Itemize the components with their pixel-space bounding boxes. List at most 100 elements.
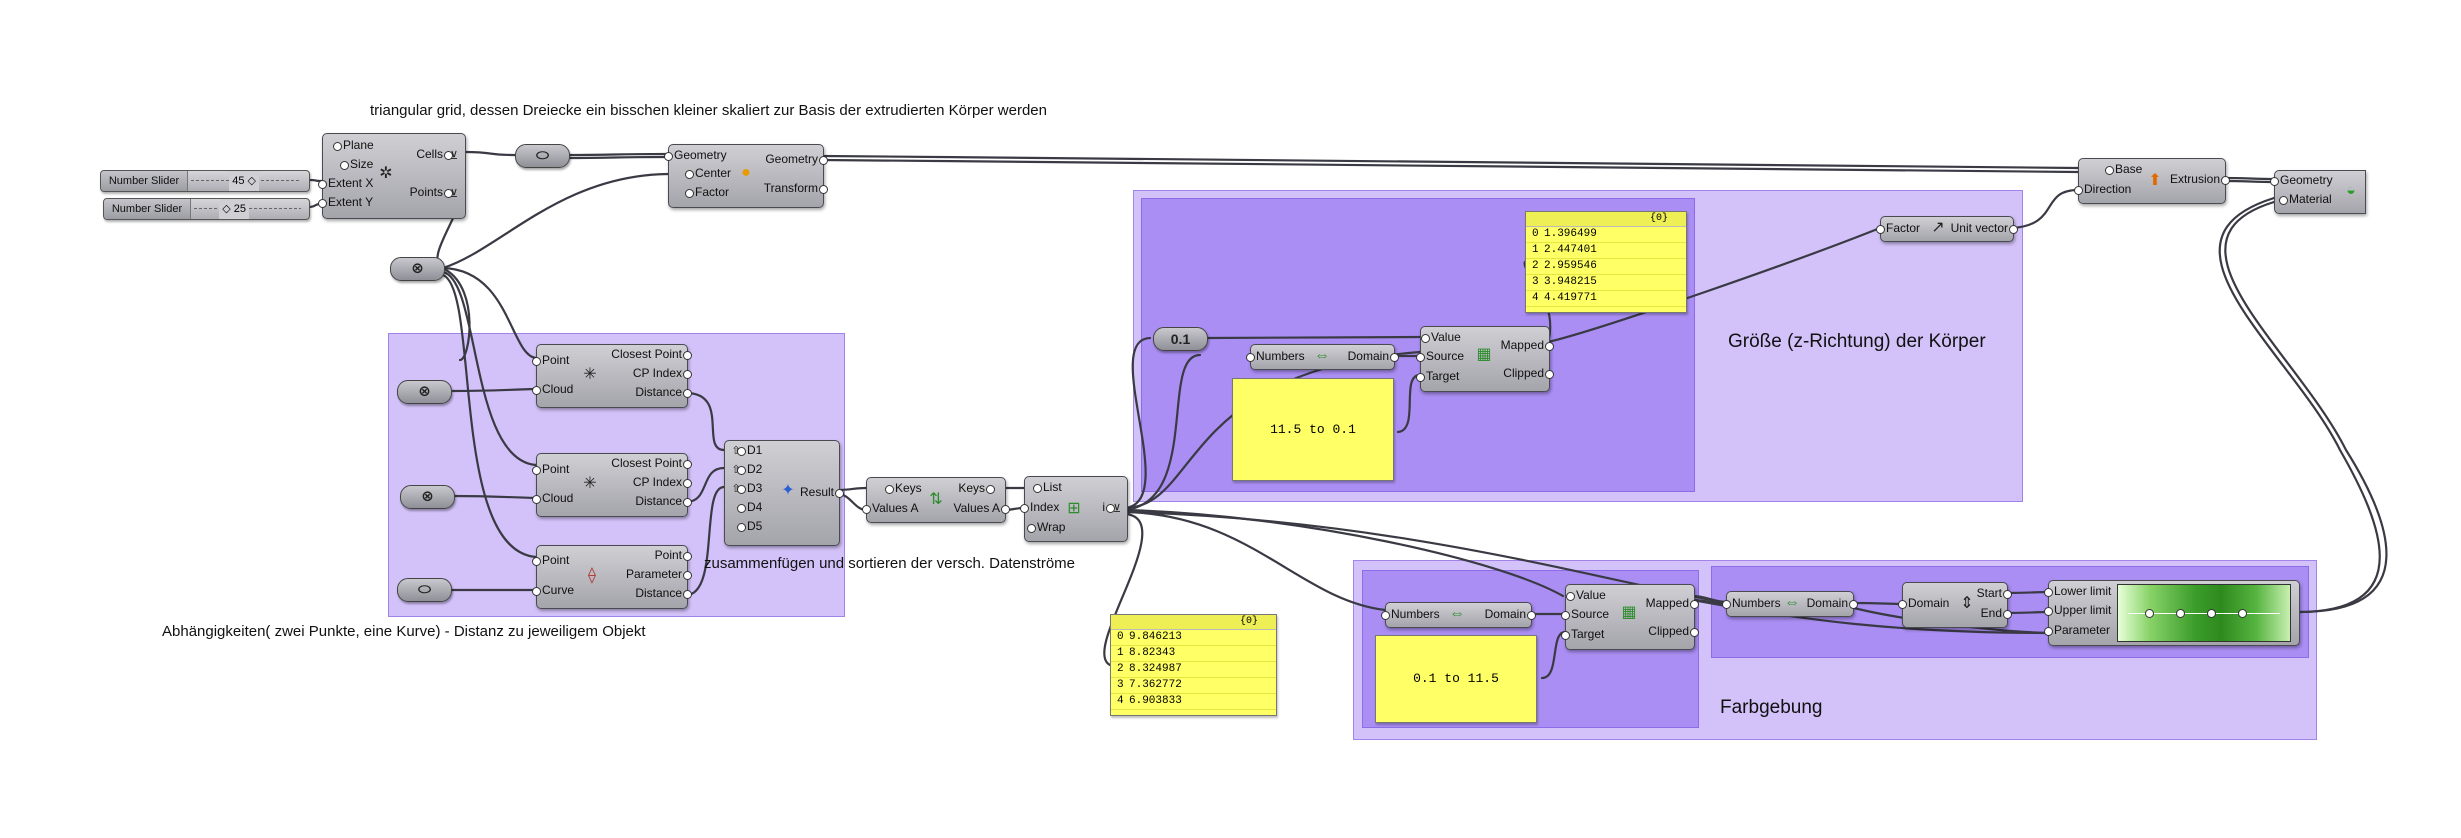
input-plane[interactable]: Plane: [333, 138, 374, 152]
bounds-component-3[interactable]: Numbers ⇔ Domain: [1722, 591, 1859, 617]
input-list[interactable]: List: [1033, 480, 1062, 494]
output-parameter[interactable]: Parameter: [625, 567, 693, 581]
output-closest-point[interactable]: Closest Point: [611, 456, 692, 470]
gradient-grip[interactable]: [2237, 609, 2247, 618]
input-domain[interactable]: Domain: [1897, 596, 1950, 610]
input-base[interactable]: Base: [2104, 162, 2143, 176]
gradient-grip[interactable]: [2144, 609, 2154, 618]
output-values-a[interactable]: Values A: [953, 501, 1011, 515]
output-domain[interactable]: Domain: [1806, 596, 1859, 610]
scale-component[interactable]: Geometry Center Factor ● Geometry Transf…: [664, 144, 829, 208]
closest-point-component-2[interactable]: Point Cloud ✳ Closest Point CP Index Dis…: [531, 453, 693, 517]
output-distance[interactable]: Distance: [635, 586, 692, 600]
input-d2[interactable]: D2: [736, 462, 763, 476]
input-target[interactable]: Target: [1560, 627, 1605, 641]
input-center[interactable]: Center: [684, 166, 732, 180]
input-point[interactable]: Point: [531, 462, 570, 476]
input-curve[interactable]: Curve: [531, 583, 575, 597]
output-cells[interactable]: Cells: [416, 147, 453, 161]
curve-param[interactable]: ⬭: [397, 578, 452, 602]
sort-list-component[interactable]: Keys Values A ⇅ Keys Values A: [861, 477, 1011, 523]
output-start[interactable]: Start: [1976, 586, 2013, 600]
output-i[interactable]: i: [1102, 500, 1114, 514]
input-extent-y[interactable]: Extent Y: [317, 195, 374, 209]
input-source[interactable]: Source: [1560, 607, 1610, 621]
merge-component[interactable]: D1 D2 D3 D4 D5 ⇧ ⇧ ⇧ ✦ Result: [724, 440, 845, 546]
input-geometry[interactable]: Geometry: [664, 148, 727, 162]
remap-numbers-component-2[interactable]: Value Source Target ▦ Mapped Clipped: [1560, 584, 1700, 650]
input-wrap[interactable]: Wrap: [1026, 520, 1066, 534]
input-keys[interactable]: Keys: [885, 481, 922, 495]
amplitude-component[interactable]: Factor ↗ Unit vector: [1875, 216, 2019, 242]
input-values-a[interactable]: Values A: [861, 501, 919, 515]
input-upper-limit[interactable]: Upper limit: [2043, 603, 2112, 617]
geometry-param[interactable]: ⬭: [515, 144, 570, 168]
input-size[interactable]: Size: [339, 157, 374, 171]
graft-icon[interactable]: ⊻: [449, 188, 459, 200]
input-parameter[interactable]: Parameter: [2043, 623, 2111, 637]
input-numbers[interactable]: Numbers: [1381, 607, 1440, 621]
input-value[interactable]: Value: [1421, 330, 1461, 344]
input-d4[interactable]: D4: [736, 500, 763, 514]
input-geometry[interactable]: Geometry: [2270, 173, 2333, 187]
output-geometry[interactable]: Geometry: [765, 152, 828, 166]
input-factor[interactable]: Factor: [684, 185, 730, 199]
input-lower-limit[interactable]: Lower limit: [2043, 584, 2112, 598]
input-cloud[interactable]: Cloud: [531, 382, 574, 396]
triangular-grid-component[interactable]: Plane Size Extent X Extent Y ✲ Cells Poi…: [317, 133, 466, 219]
input-d1[interactable]: D1: [736, 443, 763, 457]
target-panel-2[interactable]: 0.1 to 11.5: [1375, 635, 1537, 723]
gradient-preview[interactable]: [2117, 584, 2291, 642]
input-source[interactable]: Source: [1415, 349, 1465, 363]
output-points[interactable]: Points: [409, 185, 454, 199]
gradient-component[interactable]: Lower limit Upper limit Parameter: [2043, 580, 2300, 646]
input-cloud[interactable]: Cloud: [531, 491, 574, 505]
output-clipped[interactable]: Clipped: [1648, 624, 1699, 638]
remap-numbers-component-1[interactable]: Value Source Target ▦ Mapped Clipped: [1415, 326, 1555, 392]
input-numbers[interactable]: Numbers: [1246, 349, 1305, 363]
input-material[interactable]: Material: [2279, 192, 2332, 206]
output-cp-index[interactable]: CP Index: [632, 475, 693, 489]
output-domain[interactable]: Domain: [1484, 607, 1537, 621]
point-param[interactable]: ⊗: [390, 257, 445, 281]
target-panel-1[interactable]: 11.5 to 0.1: [1232, 378, 1394, 481]
output-distance[interactable]: Distance: [635, 385, 692, 399]
bounds-component-1[interactable]: Numbers ⇔ Domain: [1246, 344, 1400, 370]
output-clipped[interactable]: Clipped: [1503, 366, 1554, 380]
list-item-component[interactable]: List Index Wrap ⊞ i ⊻: [1019, 476, 1128, 542]
input-factor[interactable]: Factor: [1875, 221, 1921, 235]
output-mapped[interactable]: Mapped: [1645, 596, 1700, 610]
input-value[interactable]: Value: [1566, 588, 1606, 602]
point-param[interactable]: ⊗: [400, 485, 455, 509]
output-keys[interactable]: Keys: [958, 481, 995, 495]
bounds-component-2[interactable]: Numbers ⇔ Domain: [1381, 602, 1537, 628]
flatten-icon[interactable]: ⇧: [731, 464, 741, 476]
deconstruct-domain-component[interactable]: Domain ⇕ Start End: [1897, 582, 2013, 628]
input-point[interactable]: Point: [531, 553, 570, 567]
input-d3[interactable]: D3: [736, 481, 763, 495]
output-distance[interactable]: Distance: [635, 494, 692, 508]
output-transform[interactable]: Transform: [763, 181, 829, 195]
output-cp-index[interactable]: CP Index: [632, 366, 693, 380]
graft-icon[interactable]: ⊻: [449, 150, 459, 162]
input-extent-x[interactable]: Extent X: [317, 176, 374, 190]
input-target[interactable]: Target: [1415, 369, 1460, 383]
gradient-grip[interactable]: [2175, 609, 2185, 618]
extrude-component[interactable]: Base Direction ⬆ Extrusion: [2073, 158, 2231, 204]
flatten-icon[interactable]: ⇧: [731, 445, 741, 457]
input-d5[interactable]: D5: [736, 519, 763, 533]
input-index[interactable]: Index: [1019, 500, 1060, 514]
output-unit-vector[interactable]: Unit vector: [1950, 221, 2019, 235]
output-extrusion[interactable]: Extrusion: [2169, 172, 2231, 186]
number-slider-extent-x[interactable]: Number Slider 45 ◇: [100, 170, 310, 192]
output-closest-point[interactable]: Closest Point: [611, 347, 692, 361]
input-point[interactable]: Point: [531, 353, 570, 367]
number-param[interactable]: 0.1: [1153, 327, 1208, 351]
output-mapped[interactable]: Mapped: [1500, 338, 1555, 352]
custom-preview-component[interactable]: Geometry Material ◒: [2270, 170, 2366, 214]
graft-icon[interactable]: ⊻: [1112, 503, 1122, 515]
input-numbers[interactable]: Numbers: [1722, 596, 1781, 610]
